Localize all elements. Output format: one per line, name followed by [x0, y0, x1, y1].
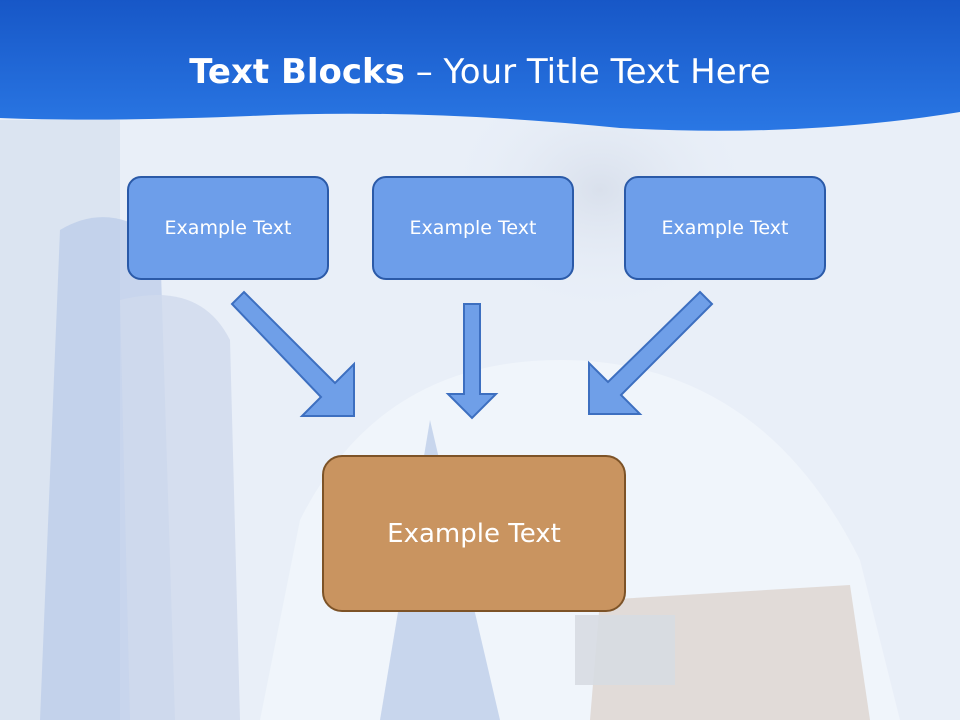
text-block-2-label: Example Text: [409, 217, 537, 239]
text-block-1[interactable]: Example Text: [127, 176, 329, 280]
target-block[interactable]: Example Text: [322, 455, 626, 612]
title-separator: –: [404, 52, 444, 92]
text-block-1-label: Example Text: [164, 217, 292, 239]
header-band: [0, 0, 960, 131]
text-block-2[interactable]: Example Text: [372, 176, 574, 280]
arrow-center: [445, 303, 499, 420]
text-block-3-label: Example Text: [661, 217, 789, 239]
title-rest: Your Title Text Here: [443, 52, 771, 92]
arrow-left: [230, 290, 355, 417]
arrow-right: [588, 290, 714, 415]
slide-title: Text Blocks – Your Title Text Here: [0, 52, 960, 92]
text-block-3[interactable]: Example Text: [624, 176, 826, 280]
title-bold: Text Blocks: [189, 52, 405, 92]
target-block-label: Example Text: [387, 518, 561, 549]
